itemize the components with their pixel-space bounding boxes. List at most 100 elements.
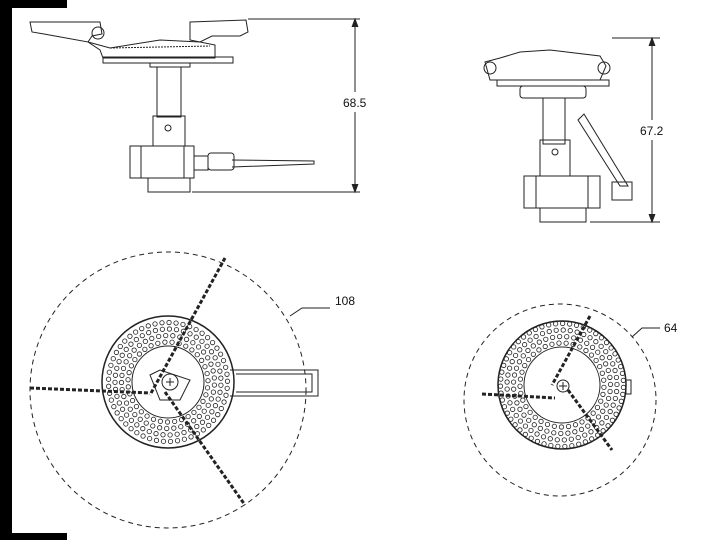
- burner-hole: [210, 389, 216, 395]
- burner-hole: [599, 370, 605, 376]
- burner-hole: [587, 335, 593, 341]
- burner-hole: [134, 422, 140, 428]
- burner-hole: [212, 403, 219, 409]
- burner-hole: [517, 406, 523, 412]
- burner-hole: [553, 321, 559, 327]
- burner-hole: [157, 418, 163, 424]
- burner-hole: [579, 419, 585, 425]
- burner-hole: [223, 392, 229, 398]
- burner-hole: [218, 405, 224, 412]
- burner-hole: [196, 404, 202, 410]
- burner-hole: [211, 382, 217, 388]
- burner-hole: [171, 425, 177, 431]
- burner-hole: [526, 417, 532, 423]
- burner-hole: [603, 402, 609, 408]
- burner-hole: [575, 434, 581, 441]
- burner-hole: [534, 431, 540, 437]
- burner-hole: [172, 418, 178, 425]
- burner-hole: [501, 404, 508, 410]
- burner-hole: [166, 326, 173, 332]
- burner-hole: [598, 398, 604, 404]
- burner-hole: [125, 384, 131, 390]
- burner-hole: [134, 430, 140, 436]
- burner-hole: [114, 365, 120, 371]
- burner-hole: [136, 342, 143, 348]
- burner-hole: [128, 417, 134, 423]
- burner-hole: [588, 429, 594, 435]
- burner-hole: [110, 356, 116, 362]
- burner-hole: [539, 330, 546, 337]
- burner-hole: [517, 347, 523, 353]
- burner-hole: [124, 412, 130, 418]
- burner-hole: [140, 433, 146, 439]
- burner-hole: [123, 421, 129, 427]
- burner-hole: [499, 369, 505, 375]
- burner-hole: [565, 423, 572, 430]
- burner-hole: [521, 412, 527, 418]
- burner-hole: [504, 386, 510, 392]
- burner-hole: [200, 398, 206, 404]
- burner-hole: [105, 376, 112, 382]
- burner-hole: [555, 443, 561, 449]
- burner-hole: [117, 343, 123, 350]
- burner-hole: [513, 365, 520, 371]
- burner-hole: [178, 424, 184, 430]
- right-stove-top-view: [463, 303, 660, 497]
- burner-hole: [164, 425, 170, 432]
- left-height-label: 68.5: [343, 96, 367, 110]
- burner-hole: [595, 414, 602, 420]
- left-black-border: [0, 0, 12, 540]
- burner-hole: [505, 393, 511, 399]
- burner-hole: [606, 395, 612, 402]
- burner-hole: [142, 338, 148, 344]
- burner-hole: [199, 419, 206, 425]
- burner-hole: [546, 328, 552, 335]
- burner-hole: [536, 347, 542, 353]
- burner-hole: [522, 431, 528, 437]
- burner-hole: [540, 434, 547, 440]
- burner-hole: [618, 398, 624, 404]
- burner-hole: [194, 423, 200, 430]
- burner-hole: [536, 339, 542, 345]
- burner-hole: [167, 432, 173, 438]
- burner-hole: [512, 422, 518, 428]
- burner-hole: [520, 353, 526, 359]
- burner-hole: [128, 363, 135, 369]
- burner-hole: [517, 383, 523, 389]
- burner-hole: [215, 361, 221, 367]
- burner-hole: [108, 362, 114, 368]
- left-diameter-label: 108: [335, 294, 355, 308]
- burner-hole: [120, 365, 127, 372]
- burner-hole: [193, 326, 199, 333]
- burner-hole: [174, 431, 180, 437]
- burner-hole: [215, 412, 221, 418]
- burner-hole: [112, 372, 119, 378]
- burner-hole: [112, 379, 118, 385]
- burner-hole: [619, 370, 625, 377]
- burner-hole: [519, 369, 525, 375]
- burner-hole: [183, 336, 190, 342]
- burner-hole: [196, 413, 202, 419]
- burner-hole: [551, 423, 557, 429]
- burner-hole: [156, 333, 162, 340]
- burner-hole: [507, 350, 513, 356]
- burner-hole: [504, 379, 510, 385]
- burner-hole: [208, 349, 215, 355]
- burner-hole: [551, 430, 557, 436]
- burner-hole: [558, 430, 564, 437]
- burner-hole: [582, 432, 588, 438]
- burner-hole: [599, 420, 605, 426]
- burner-hole: [567, 328, 573, 334]
- burner-hole: [150, 423, 156, 429]
- burner-hole: [587, 327, 593, 333]
- burner-hole: [548, 442, 554, 449]
- burner-hole: [603, 414, 610, 421]
- burner-hole: [507, 400, 513, 406]
- burner-hole: [202, 364, 208, 370]
- burner-hole: [111, 404, 117, 410]
- burner-hole: [576, 441, 582, 447]
- burner-hole: [523, 403, 529, 410]
- burner-hole: [200, 427, 206, 433]
- burner-hole: [145, 323, 151, 329]
- burner-hole: [205, 402, 211, 408]
